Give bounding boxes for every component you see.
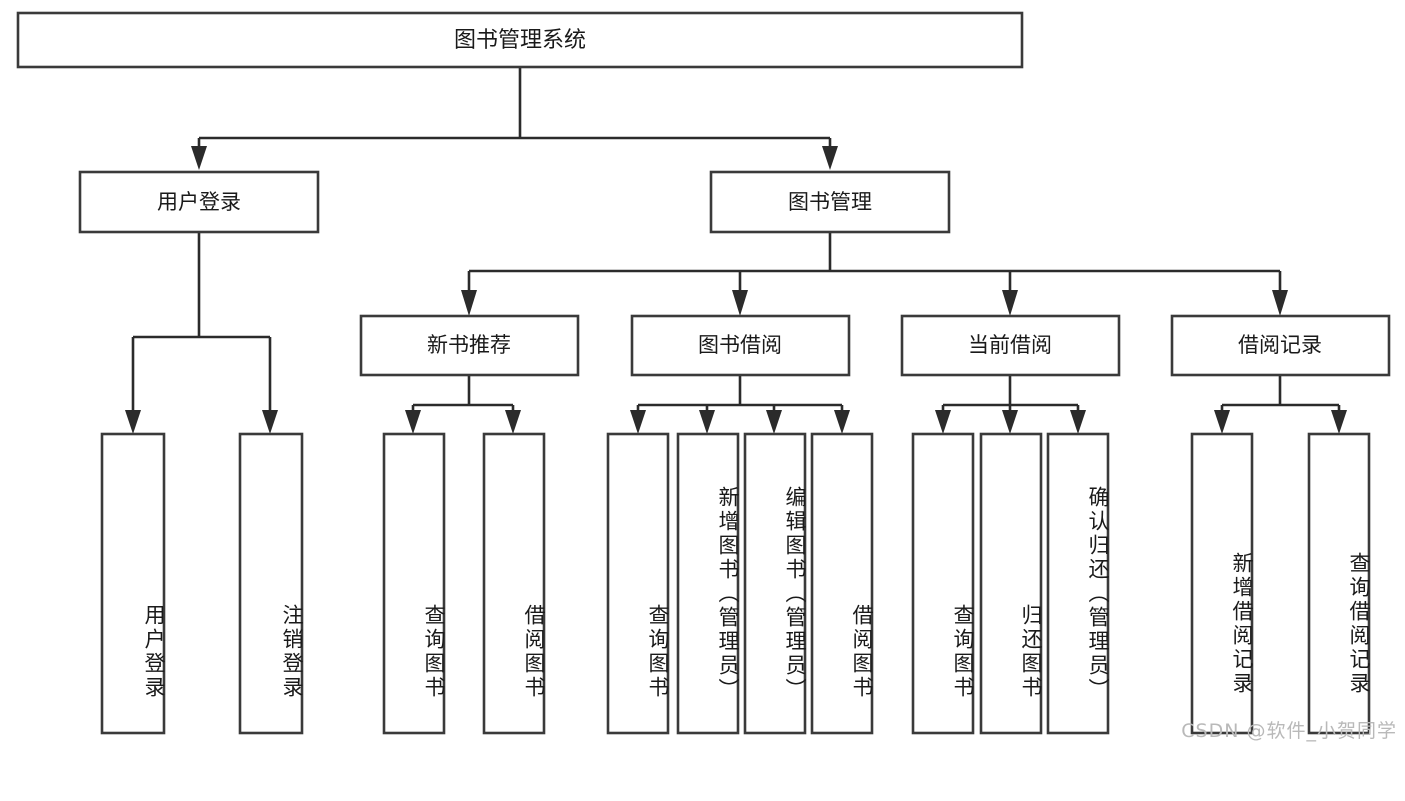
arrow-to-user-login (191, 146, 207, 170)
leaf-box-query-book-2[interactable] (606, 432, 670, 735)
arrow-bb-leaf-4 (834, 410, 850, 434)
node-root-label: 图书管理系统 (454, 28, 586, 53)
arrow-cb-leaf-3 (1070, 410, 1086, 434)
node-book-mgmt-box[interactable] (709, 170, 951, 234)
arrow-cb-leaf-2 (1002, 410, 1018, 434)
arrow-to-book-borrow (732, 290, 748, 316)
node-boxes-group: 图书管理系统 用户登录 图书管理 新书推荐 图书借阅 当前借阅 借阅记录 (16, 11, 1391, 735)
node-borrow-records-label: 借阅记录 (1238, 333, 1322, 357)
node-book-borrow-label: 图书借阅 (698, 333, 782, 357)
leaf-box-add-borrow-record[interactable] (1190, 432, 1254, 735)
leaf-box-query-borrow-record[interactable] (1307, 432, 1371, 735)
arrow-bb-leaf-1 (630, 410, 646, 434)
leaf-box-return-book[interactable] (979, 432, 1043, 735)
leaf-box-query-book-1[interactable] (382, 432, 446, 735)
node-user-login-label: 用户登录 (157, 190, 241, 214)
arrow-to-book-mgmt (822, 146, 838, 170)
leaf-box-edit-book-admin[interactable] (743, 432, 807, 735)
arrow-nb-leaf-2 (505, 410, 521, 434)
diagram-canvas: 图书管理系统 用户登录 图书管理 新书推荐 图书借阅 当前借阅 借阅记录 (16, 11, 1397, 742)
arrow-to-borrow-records (1272, 290, 1288, 316)
csdn-watermark: CSDN @软件_小贺同学 (1181, 720, 1397, 742)
leaf-box-borrow-book-2[interactable] (810, 432, 874, 735)
node-current-borrow-label: 当前借阅 (968, 333, 1052, 357)
arrow-to-leaf-user-login (125, 410, 141, 434)
node-book-mgmt-label: 图书管理 (788, 190, 872, 214)
arrow-br-leaf-2 (1331, 410, 1347, 434)
leaf-box-borrow-book-1[interactable] (482, 432, 546, 735)
node-new-book-rec-label: 新书推荐 (427, 333, 511, 357)
node-root-box[interactable] (16, 11, 1024, 69)
arrow-to-current-borrow (1002, 290, 1018, 316)
node-new-book-rec-box[interactable] (359, 314, 580, 377)
arrow-cb-leaf-1 (935, 410, 951, 434)
arrow-nb-leaf-1 (405, 410, 421, 434)
node-user-login-box[interactable] (78, 170, 320, 234)
node-book-borrow-box[interactable] (630, 314, 851, 377)
arrow-br-leaf-1 (1214, 410, 1230, 434)
arrow-bb-leaf-2 (699, 410, 715, 434)
leaf-box-query-book-3[interactable] (911, 432, 975, 735)
leaf-box-user-login[interactable] (100, 432, 166, 735)
leaf-box-add-book-admin[interactable] (676, 432, 740, 735)
arrow-to-leaf-logout (262, 410, 278, 434)
arrow-to-new-book-rec (461, 290, 477, 316)
arrow-bb-leaf-3 (766, 410, 782, 434)
leaf-box-confirm-return-admin[interactable] (1046, 432, 1110, 735)
node-current-borrow-box[interactable] (900, 314, 1121, 377)
tree-diagram-svg: 图书管理系统 用户登录 图书管理 新书推荐 图书借阅 当前借阅 借阅记录 (16, 11, 1391, 735)
connectors-group (125, 67, 1347, 434)
node-borrow-records-box[interactable] (1170, 314, 1391, 377)
leaf-box-logout[interactable] (238, 432, 304, 735)
